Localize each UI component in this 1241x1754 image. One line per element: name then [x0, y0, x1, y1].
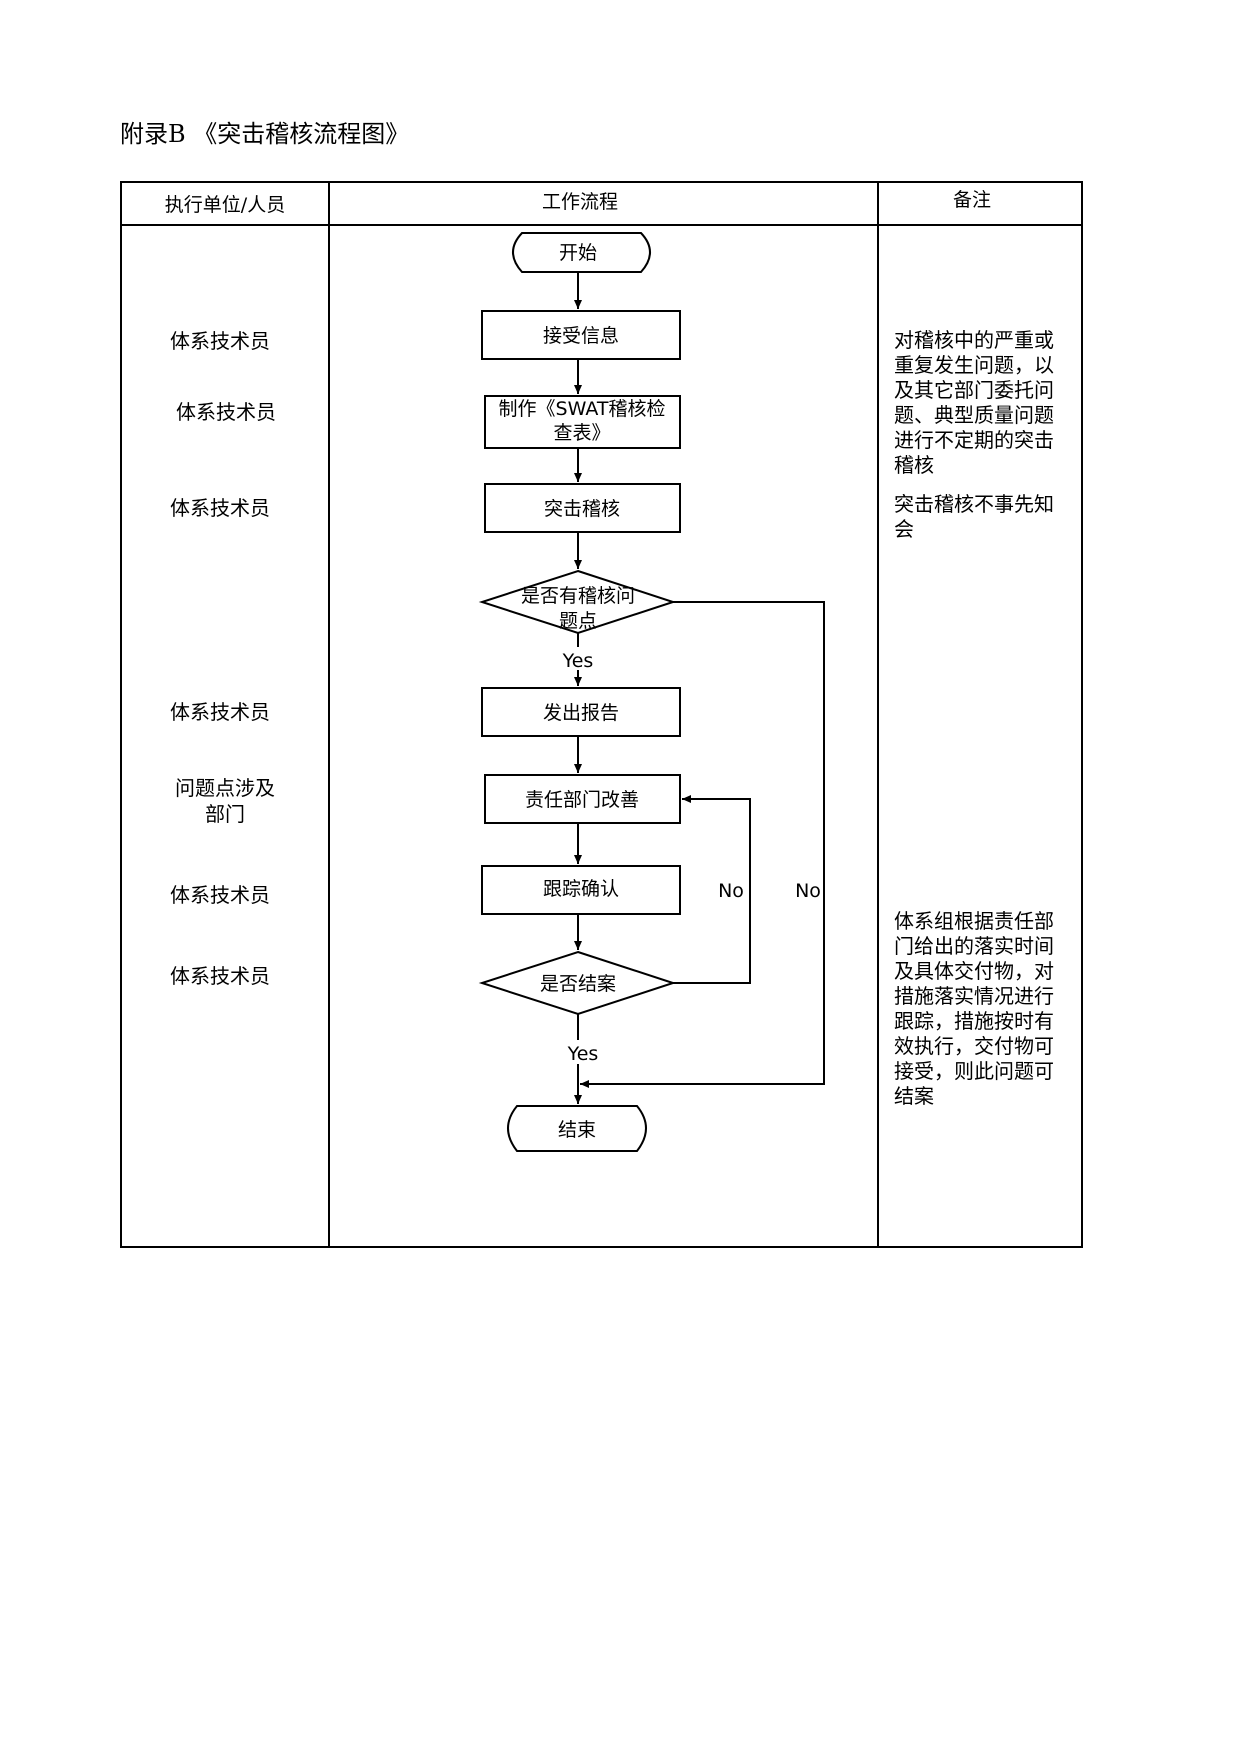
- unit-label-3: 体系技术员: [170, 496, 270, 520]
- end-terminal: [507, 1105, 647, 1152]
- process-make-checklist: [484, 395, 681, 449]
- header-note: 备注: [953, 189, 991, 211]
- process-dept-improve: [484, 774, 681, 824]
- process-track-confirm-label: 跟踪确认: [543, 878, 619, 900]
- yes-label-2: Yes: [567, 1043, 599, 1065]
- page-title: 附录B 《突击稽核流程图》: [120, 120, 410, 148]
- process-track-confirm: [481, 865, 681, 915]
- no-label-inner: No: [718, 880, 744, 902]
- process-receive-info-label: 接受信息: [543, 325, 619, 347]
- start-terminal: [512, 232, 651, 273]
- yes-label-1: Yes: [562, 650, 594, 672]
- process-dept-improve-label: 责任部门改善: [525, 789, 639, 811]
- header-unit: 执行单位/人员: [165, 194, 285, 216]
- process-issue-report-label: 发出报告: [543, 702, 619, 724]
- connectors: [574, 272, 825, 1104]
- unit-label-4: 体系技术员: [170, 700, 270, 724]
- process-receive-info: [481, 310, 681, 360]
- note-1: 对稽核中的严重或重复发生问题，以及其它部门委托问题、典型质量问题进行不定期的突击…: [894, 328, 1054, 477]
- note-2: 突击稽核不事先知会: [894, 492, 1054, 541]
- header-flow: 工作流程: [542, 191, 618, 213]
- decision-audit-issues-line2: 题点: [559, 610, 597, 632]
- unit-label-2: 体系技术员: [176, 400, 276, 424]
- process-issue-report: [481, 687, 681, 737]
- table-grid: [120, 181, 1083, 1248]
- unit-label-5: 问题点涉及部门: [175, 776, 275, 826]
- process-surprise-audit-label: 突击稽核: [544, 498, 620, 520]
- process-make-checklist-line1: 制作《SWAT稽核检: [499, 398, 666, 420]
- unit-label-1: 体系技术员: [170, 329, 270, 353]
- decision-close-case-label: 是否结案: [540, 973, 616, 995]
- unit-label-7: 体系技术员: [170, 964, 270, 988]
- unit-label-6: 体系技术员: [170, 883, 270, 907]
- no-label-outer: No: [795, 880, 821, 902]
- note-3: 体系组根据责任部门给出的落实时间及具体交付物，对措施落实情况进行跟踪，措施按时有…: [894, 909, 1054, 1108]
- process-surprise-audit: [484, 483, 681, 533]
- start-label: 开始: [559, 242, 597, 264]
- end-label: 结束: [558, 1119, 596, 1141]
- decision-audit-issues-line1: 是否有稽核问: [521, 585, 635, 607]
- process-make-checklist-line2: 查表》: [553, 422, 610, 444]
